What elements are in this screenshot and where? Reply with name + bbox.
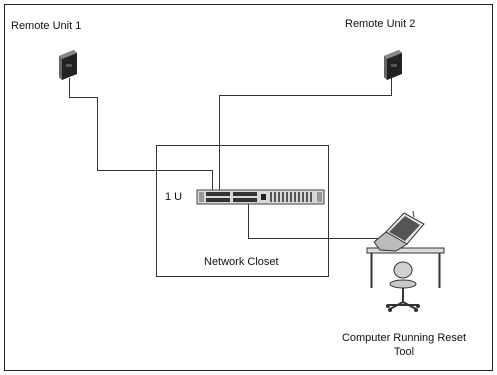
computer-workstation — [366, 210, 445, 312]
link-computer — [248, 204, 382, 239]
network-closet-box — [156, 145, 329, 277]
connection-lines — [69, 78, 392, 239]
remote-unit-1-label: Remote Unit 1 — [11, 20, 82, 32]
network-closet-label: Network Closet — [204, 256, 279, 268]
rack-switch-1u — [196, 189, 325, 205]
remote-unit-2-device — [384, 50, 402, 80]
link-remote-unit-1 — [69, 78, 213, 191]
remote-unit-2-label: Remote Unit 2 — [345, 18, 416, 30]
computer-label-line2: Tool — [393, 346, 415, 358]
computer-label-line1: Computer Running Reset — [341, 332, 467, 344]
link-remote-unit-2 — [219, 78, 392, 191]
rack-unit-label: 1 U — [165, 191, 183, 203]
remote-unit-1-device — [59, 50, 77, 80]
outer-border — [4, 4, 493, 371]
